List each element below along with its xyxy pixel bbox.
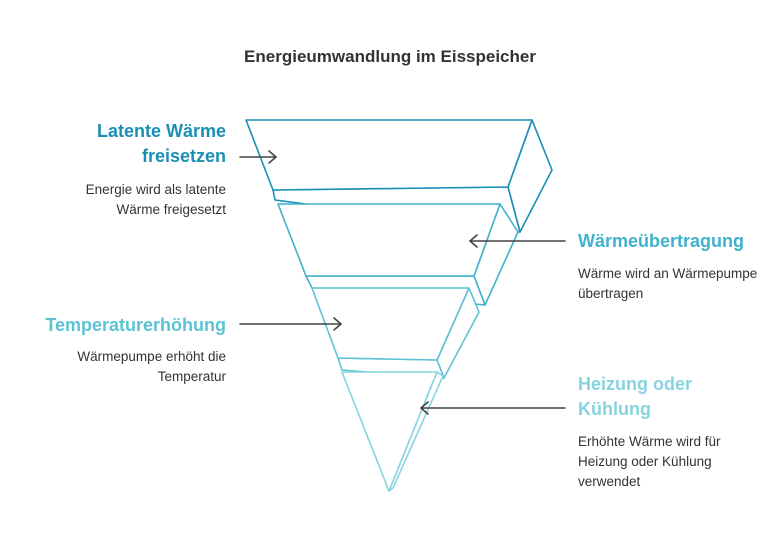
funnel-level-4 (341, 371, 444, 492)
step-label-heat-transfer: Wärmeübertragung (578, 231, 745, 251)
arrow-left-icon (420, 401, 566, 415)
step-description-heating-cooling: Erhöhte Wärme wird für Heizung oder Kühl… (578, 434, 721, 489)
step-description-heat-transfer: Wärme wird an Wärmepumpe übertragen (578, 266, 758, 301)
arrow-right-icon (239, 317, 342, 331)
step-label-heating-cooling: Heizung oder Kühlung (578, 374, 693, 419)
diagram-title: Energieumwandlung im Eisspeicher (244, 47, 536, 66)
step-description-latent-heat: Energie wird als latente Wärme freigeset… (85, 182, 226, 217)
step-description-temperature-rise: Wärmepumpe erhöht die Temperatur (77, 349, 226, 384)
arrow-right-icon (239, 150, 277, 164)
funnel-level-3 (311, 287, 480, 379)
step-label-temperature-rise: Temperaturerhöhung (45, 315, 226, 335)
step-label-latent-heat: Latente Wärme freisetzen (96, 121, 226, 166)
arrow-left-icon (469, 234, 566, 248)
